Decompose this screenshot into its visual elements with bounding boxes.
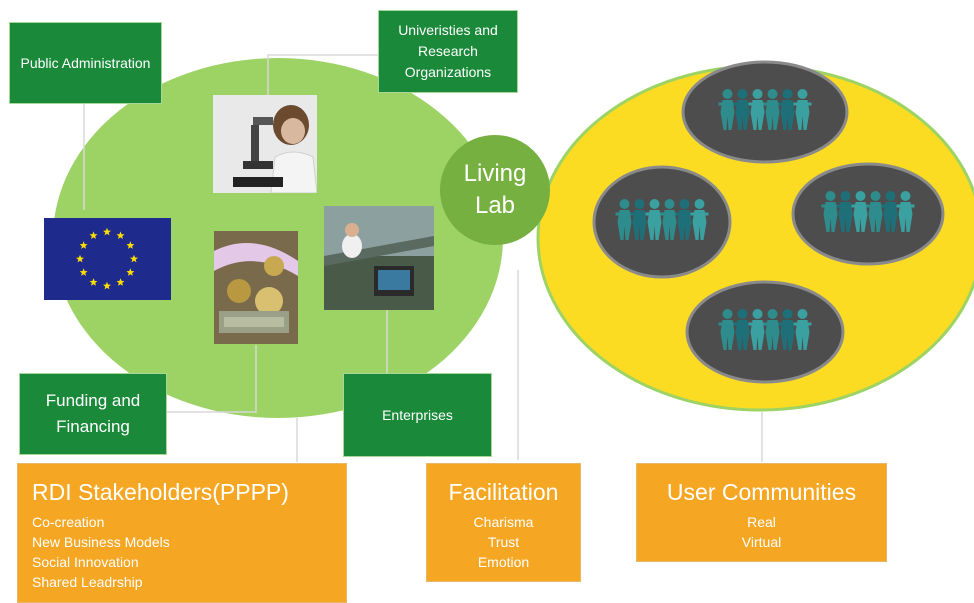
living-lab-circle: Living Lab — [440, 135, 550, 245]
living-lab-line1: Living — [463, 160, 527, 187]
eu-star-icon — [126, 241, 135, 249]
connector-lines — [83, 54, 763, 462]
user-communities-title: User Communities — [666, 479, 857, 505]
rdi-item-shared-leadership: Shared Leadrship — [32, 574, 143, 590]
community-group-left — [592, 165, 732, 279]
public-administration-label: Public Administration — [20, 54, 151, 71]
eu-star-icon — [76, 254, 84, 263]
community-group-bottom — [685, 280, 845, 384]
eu-star-icon — [116, 231, 125, 239]
people-chain-icon — [718, 89, 812, 130]
funding-label: Funding and Financing — [45, 391, 141, 436]
lab-photo — [324, 206, 434, 310]
community-group-top — [681, 60, 849, 164]
people-chain-icon — [821, 191, 915, 232]
eu-star-icon — [89, 231, 98, 239]
eu-star-icon — [126, 268, 135, 276]
enterprises-box: Enterprises — [343, 373, 492, 457]
eu-star-icon — [79, 268, 88, 276]
universities-label: Univeristies and Research Organizations — [398, 22, 498, 80]
community-groups — [592, 60, 945, 384]
eu-flag-icon — [44, 218, 171, 300]
eu-star-icon — [103, 281, 111, 290]
facilitation-item-trust: Trust — [487, 534, 520, 550]
facilitation-title: Facilitation — [448, 479, 559, 505]
facilitation-box: Facilitation Charisma Trust Emotion — [426, 463, 581, 582]
community-group-right — [791, 162, 945, 266]
funding-box: Funding and Financing — [19, 373, 167, 455]
money-photo — [214, 231, 298, 344]
user-communities-item-real: Real — [747, 514, 776, 530]
microscope-photo — [213, 95, 317, 193]
rdi-item-business-models: New Business Models — [32, 534, 170, 550]
eu-star-icon — [130, 254, 138, 263]
eu-star-icon — [79, 241, 88, 249]
rdi-title: RDI Stakeholders(PPPP) — [32, 479, 289, 505]
public-administration-box: Public Administration — [9, 22, 162, 104]
eu-star-icon — [116, 278, 125, 286]
rdi-item-co-creation: Co-creation — [32, 514, 105, 530]
eu-star-icon — [89, 278, 98, 286]
enterprises-label: Enterprises — [382, 407, 453, 423]
eu-star-icon — [103, 227, 111, 236]
universities-box: Univeristies and Research Organizations — [378, 10, 518, 93]
people-chain-icon — [615, 199, 709, 240]
facilitation-item-emotion: Emotion — [477, 554, 530, 570]
rdi-stakeholders-box: RDI Stakeholders(PPPP) Co-creation New B… — [17, 463, 347, 603]
living-lab-line2: Lab — [474, 192, 516, 219]
user-communities-item-virtual: Virtual — [741, 534, 782, 550]
facilitation-item-charisma: Charisma — [473, 514, 534, 530]
rdi-item-social-innovation: Social Innovation — [32, 554, 139, 570]
people-chain-icon — [718, 309, 812, 350]
user-communities-box: User Communities Real Virtual — [636, 463, 887, 562]
